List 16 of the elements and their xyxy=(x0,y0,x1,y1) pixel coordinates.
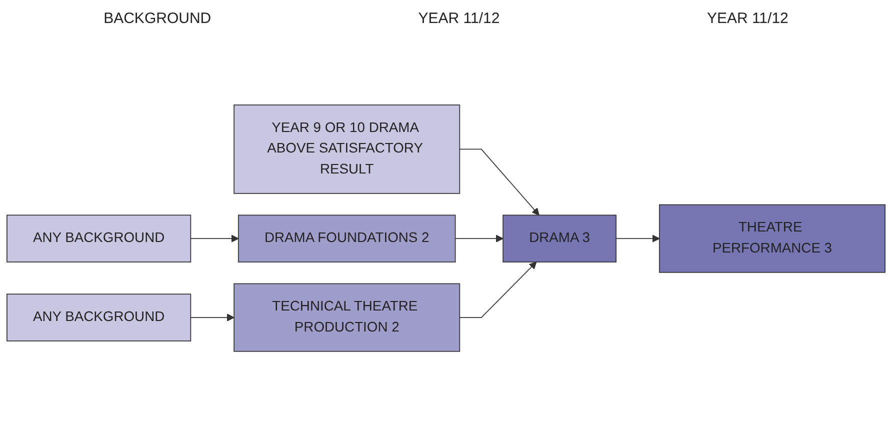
arrow xyxy=(459,149,540,216)
node-box: ANY BACKGROUND xyxy=(6,215,192,263)
arrow xyxy=(459,262,537,318)
arrow xyxy=(616,235,660,243)
arrow xyxy=(190,235,239,243)
column-header: BACKGROUND xyxy=(104,10,212,26)
node-box: ANY BACKGROUND xyxy=(6,294,192,342)
arrow xyxy=(190,314,234,322)
column-header: YEAR 11/12 xyxy=(706,10,788,26)
node-box: TECHNICAL THEATRE PRODUCTION 2 xyxy=(234,284,460,352)
node-box: THEATRE PERFORMANCE 3 xyxy=(659,204,886,274)
arrow xyxy=(454,235,504,243)
node-box: DRAMA FOUNDATIONS 2 xyxy=(238,215,456,263)
column-header: YEAR 11/12 xyxy=(418,10,500,26)
node-box: YEAR 9 OR 10 DRAMA ABOVE SATISFACTORY RESULT xyxy=(234,104,460,194)
node-box: DRAMA 3 xyxy=(502,215,616,263)
